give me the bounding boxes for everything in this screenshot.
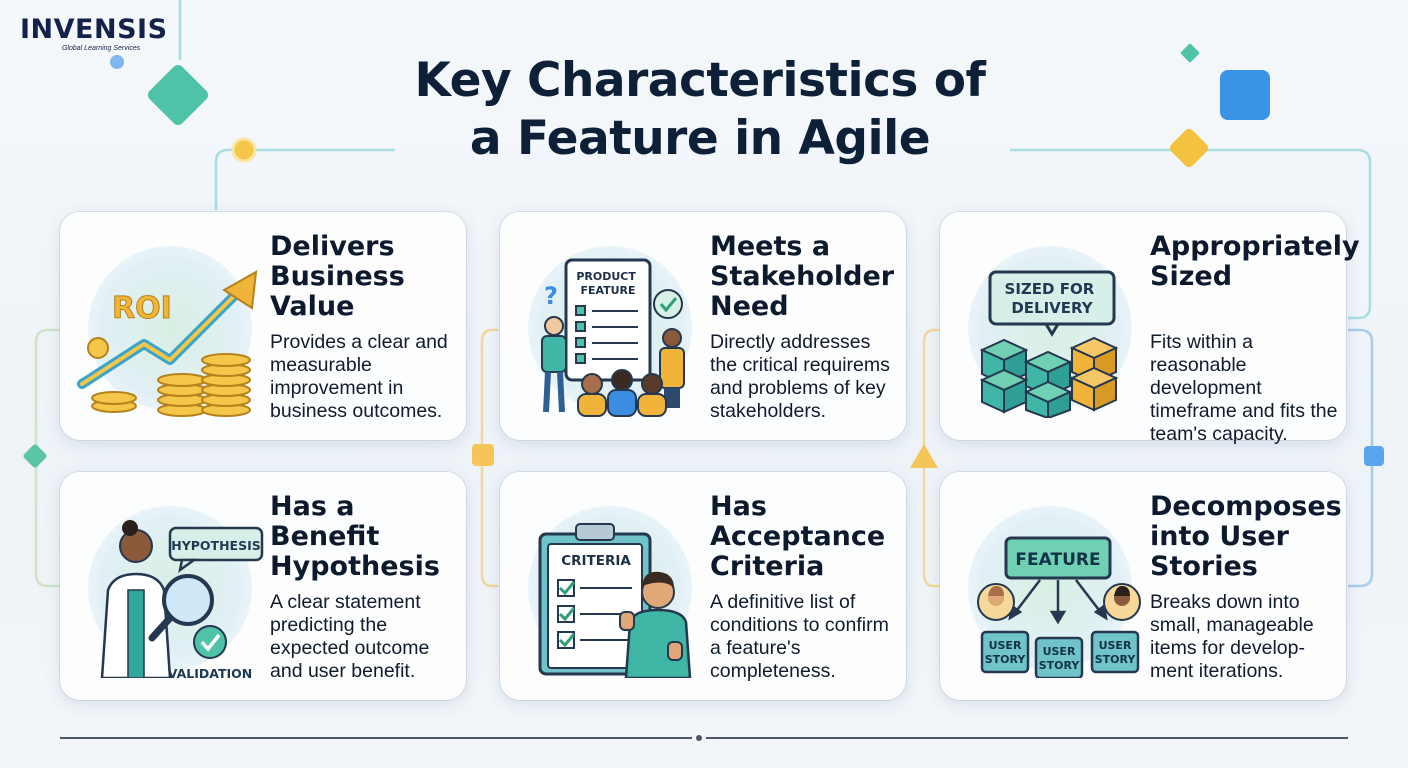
sized-label-line-1: SIZED FOR — [1005, 280, 1095, 298]
criteria-label: CRITERIA — [561, 553, 631, 569]
hypothesis-label: HYPOTHESIS — [171, 538, 260, 553]
gold-dot-shape — [231, 137, 257, 163]
roi-label: ROI — [112, 291, 172, 326]
sized-label-line-2: DELIVERY — [1011, 299, 1093, 317]
brand-name: INVENSIS — [20, 14, 168, 45]
card-description: Directly addresses the critical requirem… — [710, 331, 890, 422]
gold-diamond-shape — [1169, 128, 1209, 168]
validation-label: VALIDATION — [168, 666, 252, 678]
sized-for-delivery-label: SIZED FOR DELIVERY — [1005, 280, 1100, 317]
card-description: Provides a clear and measurable improvem… — [270, 331, 448, 422]
gold-triangle-shape — [910, 444, 938, 468]
gold-marker-shape — [472, 444, 494, 466]
card-title: Decomposes into User Stories — [1150, 491, 1342, 582]
card-description: Breaks down into small, manageable items… — [1150, 591, 1314, 682]
product-feature-line-1: PRODUCT — [576, 270, 636, 283]
magnifier-icon — [162, 574, 214, 626]
card-business-value: ROI Delivers Business Value Provides a — [60, 212, 466, 440]
teal-marker-shape — [23, 444, 47, 468]
card-title: Meets a Stakeholder Need — [710, 231, 895, 322]
clipboard-checklist-icon: CRITERIA — [514, 494, 710, 678]
card-appropriately-sized: SIZED FOR DELIVERY Appropriately Sized F… — [940, 212, 1360, 445]
card-acceptance-criteria: CRITERIA Has Acceptance Criteria A defin… — [500, 472, 906, 700]
brand-logo: INVENSIS Global Learning Services — [20, 14, 168, 53]
small-teal-diamond-shape — [1180, 43, 1200, 63]
bottom-divider-dot — [696, 735, 702, 741]
feature-label: FEATURE — [1015, 550, 1100, 570]
blue-dot-shape — [110, 55, 124, 69]
scientist-magnifier-icon: HYPOTHESIS VALIDATION — [74, 494, 270, 678]
blue-square-shape — [1220, 70, 1270, 120]
product-feature-line-2: FEATURE — [580, 284, 635, 297]
card-title: Appropriately Sized — [1150, 231, 1360, 292]
stacked-cubes-icon: SIZED FOR DELIVERY — [954, 234, 1150, 418]
roi-coins-arrow-icon: ROI — [74, 234, 270, 418]
stakeholders-board-icon: PRODUCT FEATURE ? — [514, 234, 710, 418]
brand-tagline: Global Learning Services — [62, 45, 141, 52]
page-title-line-2: a Feature in Agile — [469, 111, 931, 166]
card-description: Fits within a reasonable development tim… — [1150, 331, 1338, 445]
validation-check-icon — [193, 625, 227, 659]
card-title: Has Acceptance Criteria — [710, 491, 886, 582]
card-description: A definitive list of conditions to confi… — [710, 591, 889, 682]
card-benefit-hypothesis: HYPOTHESIS VALIDATION Has a Benefit Hypo… — [60, 472, 466, 700]
product-feature-label: PRODUCT FEATURE — [576, 270, 639, 297]
page-title-line-1: Key Characteristics of — [414, 53, 986, 108]
card-title: Delivers Business Value — [270, 231, 405, 322]
blue-marker-shape — [1364, 446, 1384, 466]
question-mark-icon: ? — [544, 282, 558, 310]
card-stakeholder-need: PRODUCT FEATURE ? — [500, 212, 906, 440]
card-title: Has a Benefit Hypothesis — [270, 491, 440, 582]
card-description: A clear statement predicting the expecte… — [270, 591, 430, 682]
checkmark-bubble-icon — [653, 289, 683, 319]
page-title: Key Characteristics of a Feature in Agil… — [350, 52, 1050, 168]
teal-diamond-shape — [147, 64, 209, 126]
